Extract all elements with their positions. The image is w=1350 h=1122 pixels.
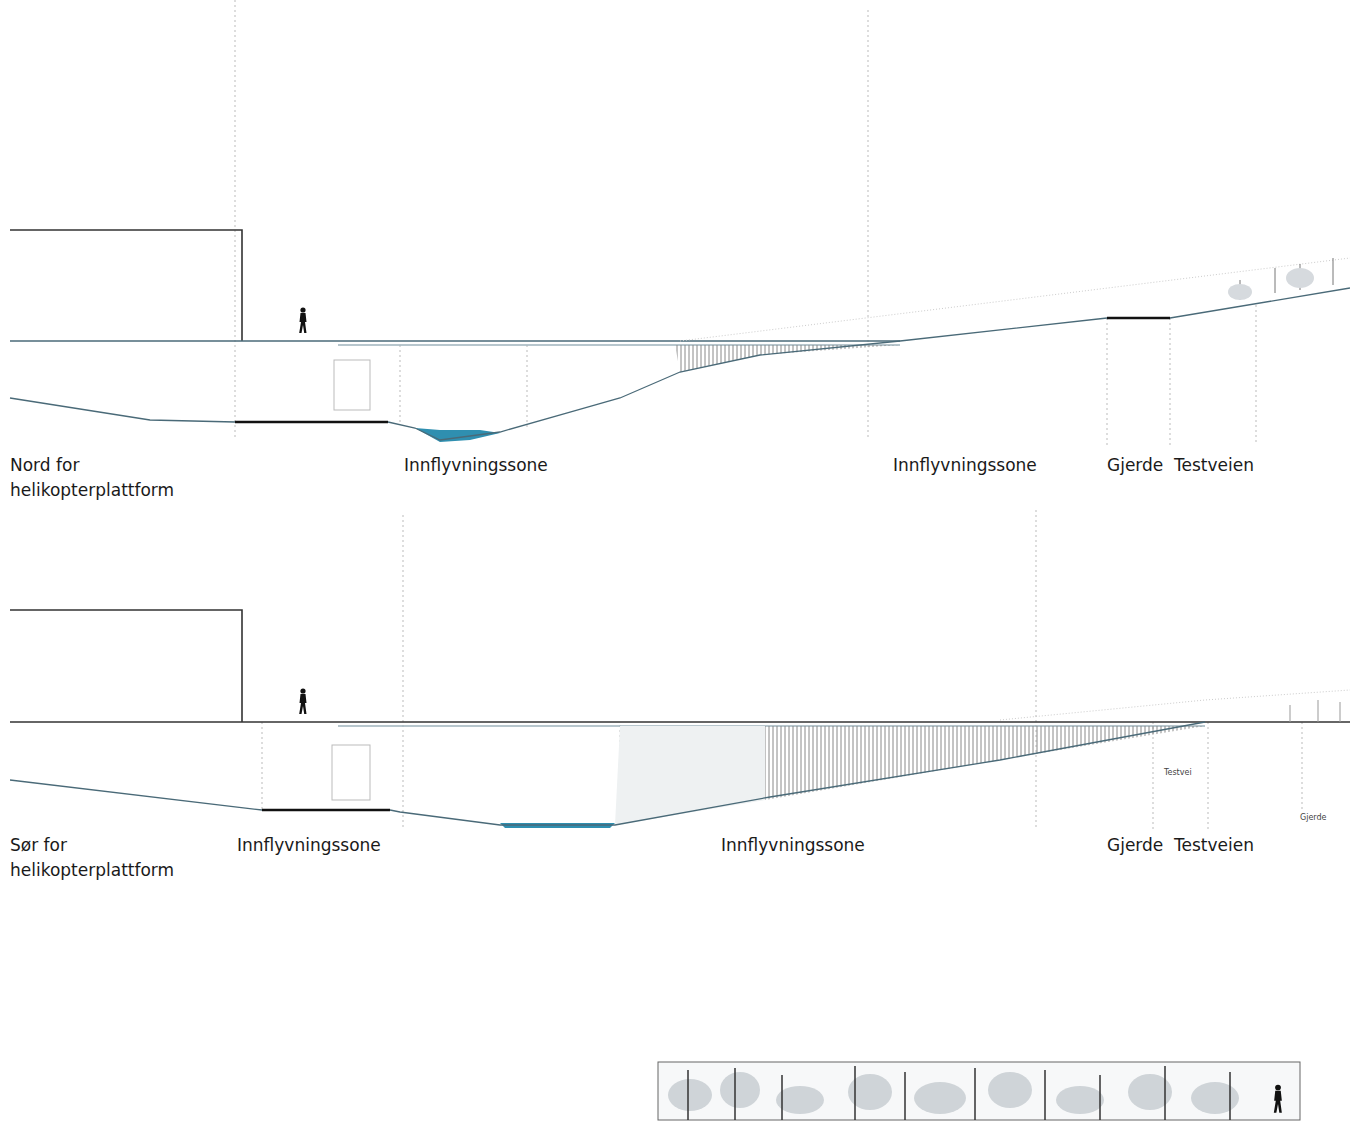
section-title: Nord for helikopterplattform [10, 453, 200, 503]
zone-label: Innflyvningssone [893, 453, 1037, 478]
fence-note: Gjerde [1300, 813, 1327, 823]
zone-label: Innflyvningssone [721, 833, 865, 858]
section-title: Sør for helikopterplattform [10, 833, 200, 883]
fence-label: Gjerde [1107, 453, 1163, 478]
fence-label: Gjerde [1107, 833, 1163, 858]
zone-label: Innflyvningssone [237, 833, 381, 858]
road-note: Testvei [1164, 768, 1192, 778]
road-label: Testveien [1174, 833, 1254, 858]
section-south [10, 510, 1350, 830]
section-north [10, 0, 1350, 445]
zone-label: Innflyvningssone [404, 453, 548, 478]
tree-strip [658, 1062, 1300, 1120]
road-label: Testveien [1174, 453, 1254, 478]
